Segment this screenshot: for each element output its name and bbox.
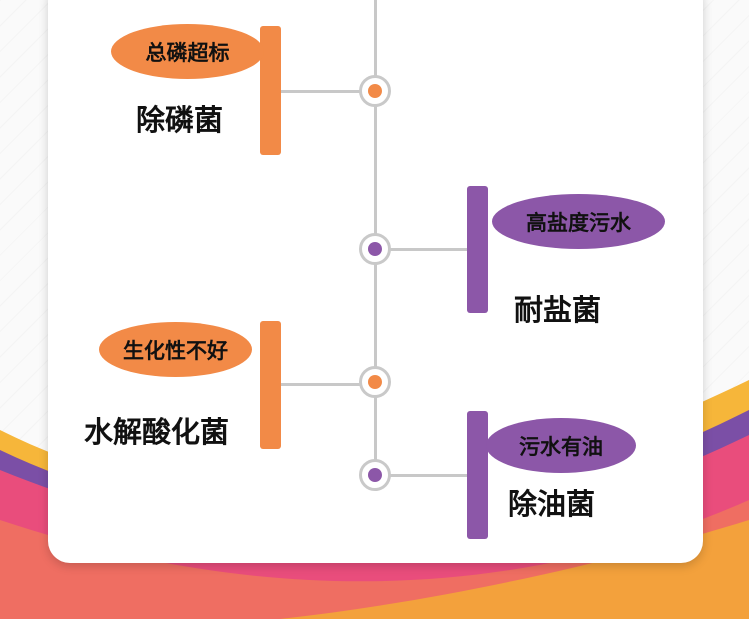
item-tag-1: 高盐度污水 — [492, 194, 665, 249]
item-bar-3 — [467, 411, 488, 539]
connector-1 — [388, 248, 468, 251]
item-bar-2 — [260, 321, 281, 449]
item-name-3: 除油菌 — [508, 487, 596, 521]
node-dot-0 — [368, 84, 382, 98]
item-tag-3: 污水有油 — [486, 418, 636, 473]
timeline-node-2 — [359, 366, 391, 398]
timeline-node-0 — [359, 75, 391, 107]
connector-3 — [388, 474, 468, 477]
timeline-node-3 — [359, 459, 391, 491]
item-tag-2: 生化性不好 — [99, 322, 252, 377]
item-bar-0 — [260, 26, 281, 155]
item-tag-0: 总磷超标 — [111, 24, 264, 79]
item-bar-1 — [467, 186, 488, 313]
node-dot-2 — [368, 375, 382, 389]
item-name-0: 除磷菌 — [136, 103, 224, 137]
connector-0 — [281, 90, 361, 93]
node-dot-1 — [368, 242, 382, 256]
timeline-node-1 — [359, 233, 391, 265]
node-dot-3 — [368, 468, 382, 482]
item-name-2: 水解酸化菌 — [84, 415, 230, 449]
item-name-1: 耐盐菌 — [514, 293, 602, 327]
connector-2 — [281, 383, 361, 386]
